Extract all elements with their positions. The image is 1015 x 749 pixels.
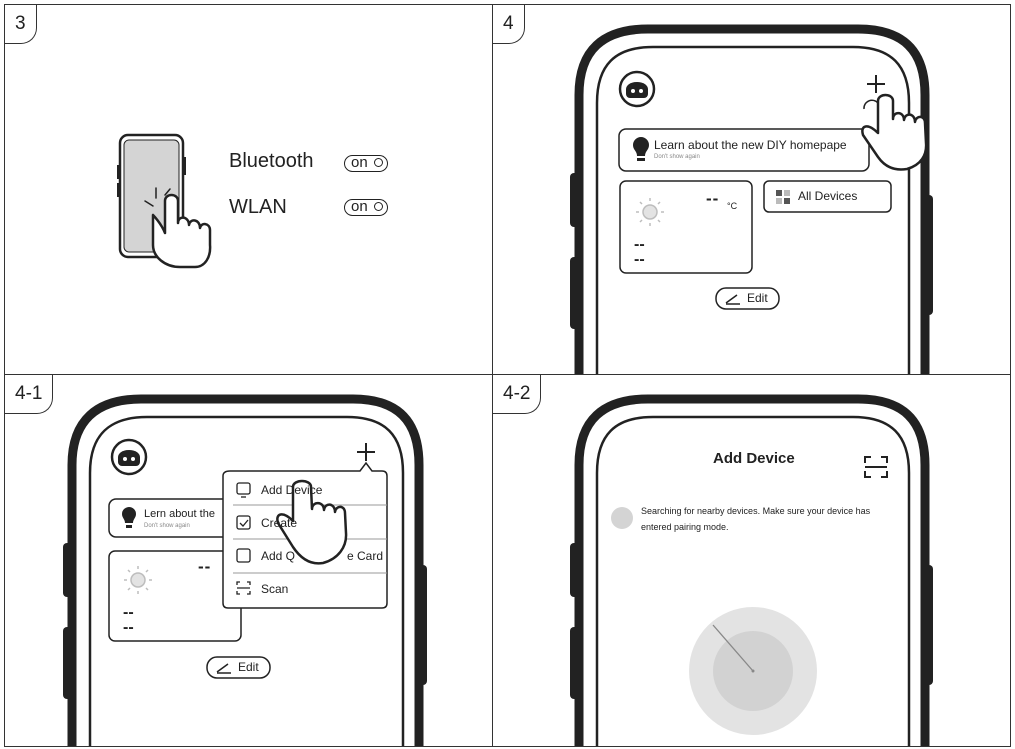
menu-add-device[interactable]: Add Device: [261, 483, 322, 497]
temperature-value: --: [198, 557, 211, 577]
banner-title: Lern about the: [144, 508, 215, 520]
toggle-knob-icon: [374, 202, 383, 211]
all-devices-button[interactable]: All Devices: [798, 189, 857, 203]
add-plus-icon: [357, 443, 375, 461]
edit-button[interactable]: Edit: [747, 291, 768, 305]
edit-button[interactable]: Edit: [238, 660, 259, 674]
menu-add-card-start[interactable]: Add Q: [261, 549, 295, 563]
bluetooth-label: Bluetooth: [229, 150, 314, 173]
step-number: 4-1: [5, 375, 53, 414]
menu-scan[interactable]: Scan: [261, 582, 288, 596]
add-plus-icon: [867, 75, 885, 93]
menu-add-card-end[interactable]: e Card: [347, 549, 383, 563]
banner-dismiss-link[interactable]: Don't show again: [654, 154, 700, 160]
banner-dismiss-link[interactable]: Don't show again: [144, 523, 190, 529]
step-4-1-panel: 4-1: [4, 374, 494, 747]
phone-frame: [5, 375, 494, 747]
radar-scanner: [689, 607, 817, 735]
banner-title: Learn about the new DIY homepape: [654, 138, 847, 152]
step-4-2-panel: 4-2 Add Device Searching for nearby devi…: [492, 374, 1011, 747]
page-title: Add Device: [713, 450, 795, 467]
scan-icon: [865, 457, 887, 477]
step-number: 4: [493, 5, 525, 44]
wlan-label: WLAN: [229, 196, 287, 219]
step-3-panel: 3 Bluetooth WLAN on on: [4, 4, 494, 376]
toggle-state: on: [351, 154, 368, 171]
wlan-toggle[interactable]: on: [344, 199, 388, 216]
phone-frame: [493, 5, 1011, 376]
temperature-unit: °C: [727, 201, 737, 211]
searching-indicator: [611, 507, 633, 529]
phone-frame: [493, 375, 1011, 747]
pointing-hand-icon: [862, 95, 926, 170]
step-number: 3: [5, 5, 37, 44]
phone-illustration: [5, 5, 494, 376]
reading-2: --: [123, 619, 134, 637]
reading-2: --: [634, 251, 645, 269]
robot-avatar-icon: [620, 72, 654, 106]
search-hint-line-1: Searching for nearby devices. Make sure …: [641, 506, 870, 516]
toggle-knob-icon: [374, 158, 383, 167]
robot-avatar-icon: [112, 440, 146, 474]
menu-create[interactable]: Create: [261, 516, 297, 530]
step-4-panel: 4: [492, 4, 1011, 376]
step-number: 4-2: [493, 375, 541, 414]
temperature-value: --: [706, 189, 719, 209]
search-hint-line-2: entered pairing mode.: [641, 522, 729, 532]
toggle-state: on: [351, 198, 368, 215]
bluetooth-toggle[interactable]: on: [344, 155, 388, 172]
